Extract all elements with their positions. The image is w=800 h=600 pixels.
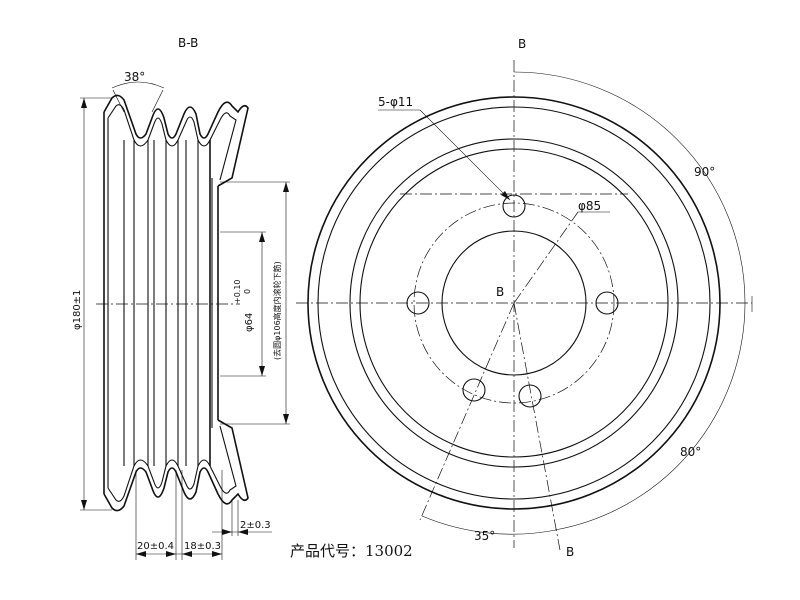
- web-note: (去圆φ106高度内滚轮下筋): [272, 261, 282, 360]
- pulley-body-lines: [96, 112, 240, 494]
- bore-tolerance-upper: +0.10: [233, 279, 242, 304]
- offset-dim: 2±0.3: [240, 520, 271, 531]
- section-view: B-B 38° φ180±1: [72, 36, 290, 560]
- groove-angle-label: 38°: [124, 70, 145, 84]
- front-view: B B B 5-φ11 φ85 90° 80° 35°: [296, 37, 753, 559]
- groove-angle-dimension: 38°: [111, 70, 165, 113]
- bolt-holes: [406, 194, 619, 408]
- pcd-callout: φ85: [578, 199, 610, 213]
- outer-diameter-label: φ180±1: [72, 290, 83, 330]
- pitch-dim-1: 20±0.4: [137, 541, 174, 552]
- section-mark-bottom: B: [566, 545, 574, 559]
- bolt-hole: [462, 378, 486, 402]
- pcd-label: φ85: [578, 199, 601, 213]
- product-code: 产品代号：13002: [290, 542, 413, 560]
- holes-callout: 5-φ11: [378, 95, 511, 201]
- pitch-dimensions: 20±0.4 18±0.3 2±0.3: [135, 470, 272, 560]
- pulley-top-profile: [103, 94, 249, 187]
- outer-diameter-dimension: φ180±1: [72, 97, 112, 511]
- center-lines: [296, 60, 753, 551]
- bore-diameter-label: φ64: [244, 313, 255, 332]
- angle-arcs: 90° 80° 35°: [421, 71, 746, 543]
- bolt-hole: [518, 384, 542, 408]
- bore-tolerance-lower: 0: [243, 289, 252, 294]
- holes-label: 5-φ11: [378, 95, 413, 109]
- angle-90-label: 90°: [694, 165, 715, 179]
- pitch-dim-2: 18±0.3: [184, 541, 221, 552]
- section-view-title: B-B: [178, 36, 198, 50]
- center-mark: B: [496, 285, 504, 299]
- bore-dimensions: (去圆φ106高度内滚轮下筋) φ64 +0.10 0: [220, 181, 290, 425]
- angle-35-label: 35°: [474, 529, 495, 543]
- section-mark-top: B: [518, 37, 526, 51]
- angle-80-label: 80°: [680, 445, 701, 459]
